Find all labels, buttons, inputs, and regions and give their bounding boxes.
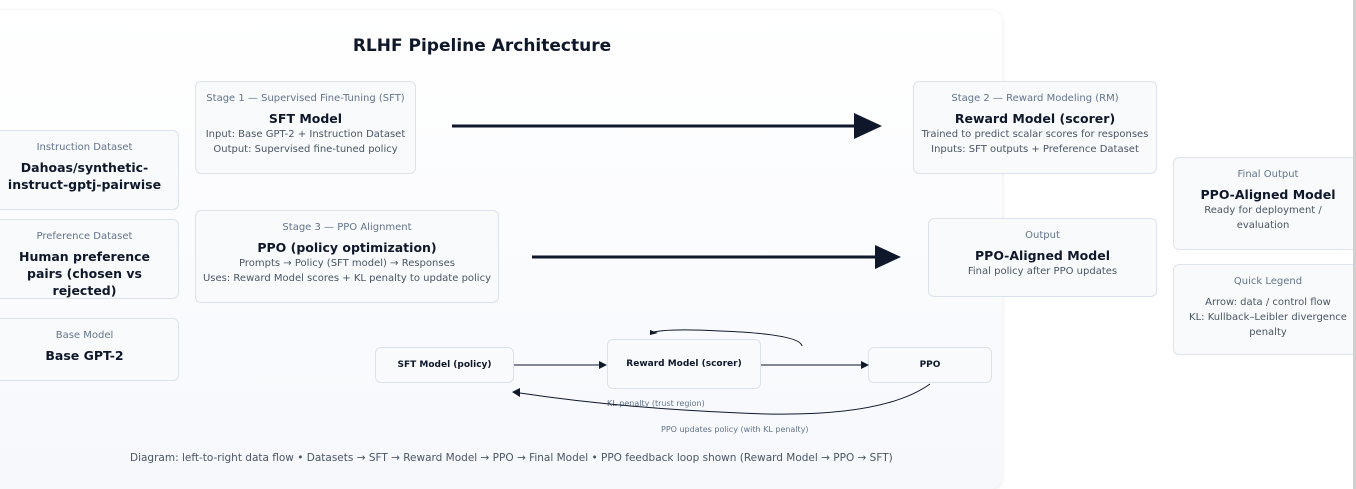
arrow-ppo-feedback (512, 383, 931, 415)
stage1-card: Stage 1 — Supervised Fine-Tuning (SFT) S… (195, 81, 416, 174)
legend-card: Quick Legend Arrow: data / control flow … (1173, 264, 1356, 355)
kl-penalty-label: KL penalty (trust region) (607, 399, 705, 408)
stage1-line1: Input: Base GPT-2 + Instruction Dataset (205, 129, 406, 140)
legend-line1: Arrow: data / control flow (1205, 297, 1331, 308)
loop-rm-label: Reward Model (scorer) (626, 359, 742, 369)
loop-arc-rm (649, 329, 803, 347)
legend-line2: KL: Kullback–Leibler divergence penalty (1189, 312, 1347, 338)
stage2-label: Stage 2 — Reward Modeling (RM) (951, 93, 1119, 104)
stage2-card: Stage 2 — Reward Modeling (RM) Reward Mo… (913, 81, 1157, 174)
base-model-name: Base GPT-2 (45, 348, 124, 363)
stage3-line1: Prompts → Policy (SFT model) → Responses (239, 258, 455, 269)
diagram-caption: Diagram: left-to-right data flow • Datas… (130, 452, 893, 464)
preference-dataset-name: Human preference pairs (chosen vs reject… (18, 249, 150, 298)
stage3-card: Stage 3 — PPO Alignment PPO (policy opti… (195, 210, 499, 303)
stage1-line2: Output: Supervised fine-tuned policy (213, 144, 398, 155)
preference-dataset-label: Preference Dataset (36, 231, 133, 242)
preference-dataset-card: Preference Dataset Human preference pair… (0, 219, 179, 299)
output-card: Output PPO-Aligned Model Final policy af… (928, 218, 1157, 297)
stage3-name: PPO (policy optimization) (257, 240, 437, 255)
instruction-dataset-label: Instruction Dataset (36, 142, 133, 153)
loop-rm-box: Reward Model (scorer) (607, 339, 761, 389)
instruction-dataset-name: Dahoas/synthetic-instruct-gptj-pairwise (7, 160, 162, 192)
output-name: PPO-Aligned Model (975, 248, 1110, 263)
final-output-name: PPO-Aligned Model (1200, 187, 1336, 202)
ppo-update-label: PPO updates policy (with KL penalty) (661, 425, 809, 434)
arrow-stage1-to-stage2 (452, 113, 882, 139)
output-line1: Final policy after PPO updates (967, 266, 1118, 277)
arrow-sft-to-rm (514, 361, 607, 369)
arrow-rm-to-ppo (761, 361, 869, 369)
legend-label: Quick Legend (1233, 276, 1303, 287)
base-model-card: Base Model Base GPT-2 (0, 318, 179, 381)
diagram-title: RLHF Pipeline Architecture (352, 36, 612, 56)
stage1-name: SFT Model (268, 111, 343, 126)
base-model-label: Base Model (55, 330, 114, 341)
loop-ppo-box: PPO (868, 347, 992, 383)
loop-ppo-label: PPO (919, 360, 941, 370)
scrollbar[interactable] (1353, 0, 1356, 489)
loop-sft-label: SFT Model (policy) (397, 360, 492, 370)
final-output-card: Final Output PPO-Aligned Model Ready for… (1173, 157, 1356, 250)
stage3-line2: Uses: Reward Model scores + KL penalty t… (202, 273, 492, 284)
stage3-label: Stage 3 — PPO Alignment (282, 222, 412, 233)
stage2-name: Reward Model (scorer) (954, 111, 1116, 126)
loop-sft-box: SFT Model (policy) (375, 347, 514, 383)
stage1-label: Stage 1 — Supervised Fine-Tuning (SFT) (206, 93, 405, 104)
output-label: Output (1025, 230, 1060, 241)
instruction-dataset-card: Instruction Dataset Dahoas/synthetic-ins… (0, 130, 179, 210)
stage2-line1: Trained to predict scalar scores for res… (921, 129, 1149, 140)
stage2-line2: Inputs: SFT outputs + Preference Dataset (931, 144, 1139, 155)
final-output-label: Final Output (1237, 169, 1299, 180)
final-output-line1: Ready for deployment / evaluation (1204, 205, 1322, 231)
arrow-stage3-to-output (532, 245, 901, 269)
